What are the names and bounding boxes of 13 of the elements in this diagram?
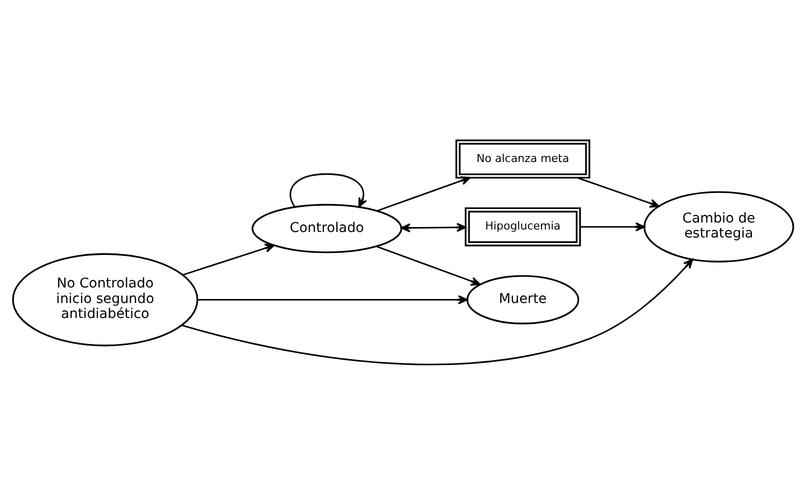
node-box: No alcanza meta — [455, 139, 590, 178]
arrow — [580, 222, 646, 231]
arrow — [377, 176, 471, 212]
arrow — [182, 258, 694, 365]
arrow — [400, 222, 466, 232]
node-ellipse: No Controlado inicio segundo antidiabético — [12, 252, 198, 346]
arrow — [182, 243, 275, 276]
node-box: Hipoglucemia — [464, 206, 581, 246]
arrow — [577, 176, 660, 208]
arrow — [290, 172, 367, 207]
node-ellipse: Cambio de estrategia — [643, 190, 794, 262]
arrow — [376, 245, 481, 286]
arrow — [198, 294, 468, 304]
